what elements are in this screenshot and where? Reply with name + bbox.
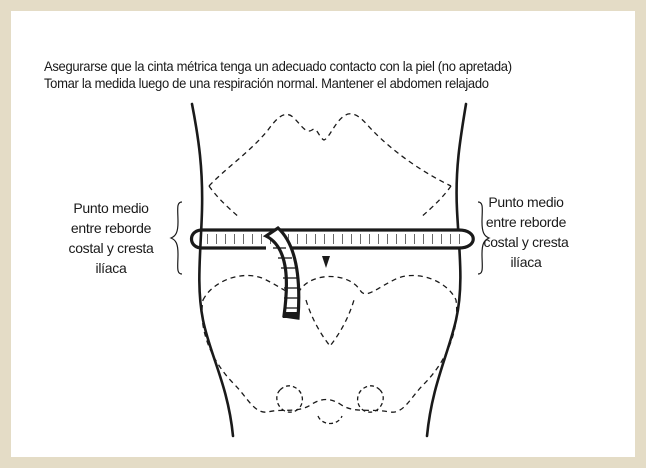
right-brace <box>478 202 489 274</box>
pubic-symphysis <box>318 416 342 424</box>
measuring-tape <box>192 228 474 318</box>
lower-rib-right <box>420 186 451 218</box>
pelvis-outline <box>202 275 457 412</box>
obturator-left <box>277 386 303 412</box>
right-body-contour <box>427 104 466 436</box>
left-body-contour <box>192 104 233 436</box>
lower-rib-left <box>209 186 240 218</box>
sacrum-outline <box>306 300 354 346</box>
left-brace <box>171 202 182 274</box>
rib-cage-outline <box>209 114 451 186</box>
navel-mark <box>322 256 330 268</box>
obturator-right <box>358 386 384 412</box>
